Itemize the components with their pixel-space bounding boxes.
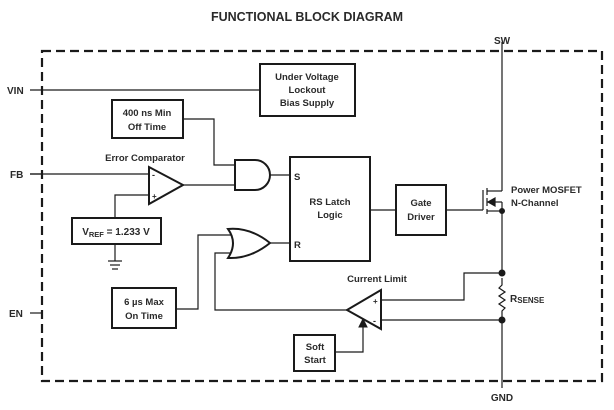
max-on-label-1: 6 µs Max — [124, 297, 165, 308]
ic-boundary — [40, 49, 604, 383]
soft-start-wire — [335, 326, 364, 353]
rsense-label: RSENSE — [510, 294, 545, 305]
soft-start-block — [293, 334, 336, 372]
pin-gnd-label: GND — [491, 393, 513, 404]
gate-driver-label-2: Driver — [407, 212, 435, 223]
max-on-time-block — [111, 287, 177, 329]
latch-r-label: R — [294, 240, 301, 251]
soft-start-label-1: Soft — [306, 342, 325, 353]
current-limit-comparator — [344, 288, 382, 331]
uvlo-block — [259, 63, 356, 117]
current-limit-label: Current Limit — [347, 274, 407, 285]
sense-plus-wire — [381, 272, 502, 301]
uvlo-label-2: Lockout — [289, 85, 327, 96]
current-limit-out-wire — [214, 252, 347, 311]
max-on-label-2: On Time — [125, 311, 163, 322]
mosfet-label-1: Power MOSFET — [511, 185, 582, 196]
error-comparator-label: Error Comparator — [105, 153, 185, 164]
soft-start-arrow — [358, 317, 368, 328]
pin-sw-label: SW — [494, 36, 511, 47]
pin-fb-label: FB — [10, 170, 23, 181]
uvlo-label-1: Under Voltage — [275, 72, 339, 83]
or-gate — [226, 227, 272, 260]
error-comp-minus: - — [152, 170, 155, 180]
mosfet-label-2: N-Channel — [511, 198, 559, 209]
rs-latch-label-1: RS Latch — [309, 197, 350, 208]
min-off-label-1: 400 ns Min — [123, 108, 172, 119]
diagram-title: FUNCTIONAL BLOCK DIAGRAM — [211, 10, 403, 24]
max-on-wire — [176, 234, 231, 310]
and-gate — [234, 159, 271, 191]
vref-block — [71, 217, 162, 245]
pin-vin-label: VIN — [7, 86, 24, 97]
ground-icon — [108, 260, 122, 270]
current-limit-plus: + — [373, 297, 378, 306]
current-limit-minus: - — [373, 316, 376, 326]
soft-start-label-2: Start — [304, 355, 326, 366]
gate-driver-label-1: Gate — [410, 198, 431, 209]
vref-wire — [114, 194, 149, 218]
pin-en-label: EN — [9, 309, 23, 320]
min-off-label-2: Off Time — [128, 122, 166, 133]
rsense-resistor — [497, 278, 507, 320]
vref-label: VREF = 1.233 V — [82, 227, 150, 239]
rs-latch-block — [289, 156, 371, 262]
error-comparator — [148, 165, 186, 206]
rs-latch-label-2: Logic — [317, 210, 342, 221]
min-off-wire — [183, 118, 235, 166]
error-comp-plus: + — [152, 192, 157, 201]
gate-driver-block — [395, 184, 447, 236]
latch-s-label: S — [294, 172, 300, 183]
uvlo-label-3: Bias Supply — [280, 98, 335, 109]
